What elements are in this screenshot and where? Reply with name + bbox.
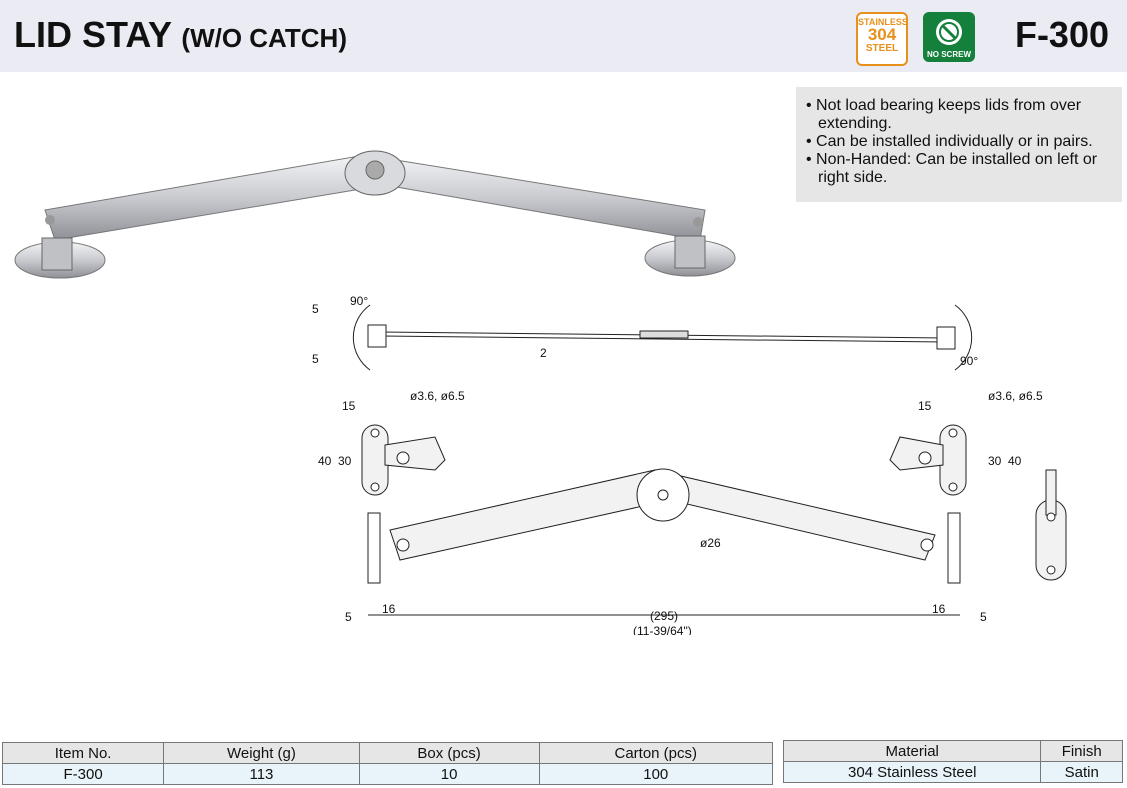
dim-16-label: 16 bbox=[382, 602, 396, 616]
title-main: LID STAY bbox=[14, 14, 172, 55]
material-header: Material bbox=[782, 740, 1042, 762]
dim-2-label: 2 bbox=[540, 346, 547, 360]
dim-15-label: 15 bbox=[918, 399, 932, 413]
stainless-steel-badge: STAINLESS 304 STEEL bbox=[856, 12, 908, 66]
item-table: Item No. Weight (g) Box (pcs) Carton (pc… bbox=[1, 742, 774, 785]
page-title: LID STAY (W/O CATCH) bbox=[14, 14, 347, 56]
dim-15-label: 15 bbox=[342, 399, 356, 413]
angle-label: 90° bbox=[960, 354, 978, 368]
header-bar: LID STAY (W/O CATCH) STAINLESS 304 STEEL… bbox=[0, 0, 1127, 72]
dim-5-label: 5 bbox=[312, 302, 319, 316]
material-table: Material Finish 304 Stainless Steel Sati… bbox=[782, 740, 1123, 783]
table-row: F-300 113 10 100 bbox=[1, 763, 774, 785]
side-view bbox=[352, 304, 973, 371]
hole-dim-label: ø3.6, ø6.5 bbox=[410, 389, 465, 403]
end-view bbox=[1035, 469, 1067, 581]
feature-item: • Can be installed individually or in pa… bbox=[806, 133, 1093, 150]
hole-dim-label: ø3.6, ø6.5 bbox=[988, 389, 1043, 403]
box-header: Box (pcs) bbox=[358, 742, 540, 764]
right-bracket-detail bbox=[889, 424, 967, 496]
item-cell: F-300 bbox=[1, 763, 165, 785]
left-bracket-detail bbox=[361, 424, 446, 496]
technical-drawing: 90° 90° 5 5 2 ø3.6, ø6.5 15 40 30 ø3.6, … bbox=[312, 294, 1067, 635]
dim-40-label: 40 bbox=[318, 454, 332, 468]
no-screw-badge: NO SCREW bbox=[923, 12, 975, 62]
finish-cell: Satin bbox=[1040, 761, 1123, 783]
stay-front-view bbox=[367, 468, 961, 584]
span-label: (295) bbox=[650, 609, 678, 623]
dim-5-label: 5 bbox=[312, 352, 319, 366]
features-box: • Not load bearing keeps lids from over … bbox=[796, 87, 1122, 202]
badge-steel-line1: STAINLESS bbox=[858, 17, 908, 27]
finish-header: Finish bbox=[1040, 740, 1123, 762]
feature-item: • Non-Handed: Can be installed on left o… bbox=[806, 151, 1098, 186]
angle-label: 90° bbox=[350, 294, 368, 308]
weight-cell: 113 bbox=[163, 763, 360, 785]
pivot-dim-label: ø26 bbox=[700, 536, 721, 550]
feature-item: • Not load bearing keeps lids from over … bbox=[806, 97, 1082, 132]
product-photo bbox=[14, 150, 736, 279]
carton-header: Carton (pcs) bbox=[538, 742, 774, 764]
dim-30-label: 30 bbox=[988, 454, 1002, 468]
carton-cell: 100 bbox=[538, 763, 774, 785]
dim-30-label: 30 bbox=[338, 454, 352, 468]
table-row: 304 Stainless Steel Satin bbox=[782, 761, 1123, 783]
material-cell: 304 Stainless Steel bbox=[782, 761, 1042, 783]
box-cell: 10 bbox=[358, 763, 540, 785]
span-inch-label: (11-39/64") bbox=[633, 624, 692, 635]
no-screw-icon bbox=[936, 19, 962, 45]
dim-5-label: 5 bbox=[980, 610, 987, 624]
badge-steel-line3: STEEL bbox=[865, 43, 899, 54]
item-header: Item No. bbox=[1, 742, 165, 764]
weight-header: Weight (g) bbox=[163, 742, 360, 764]
title-sub: (W/O CATCH) bbox=[181, 23, 347, 53]
dim-16-label: 16 bbox=[932, 602, 946, 616]
dim-40-label: 40 bbox=[1008, 454, 1022, 468]
no-screw-label: NO SCREW bbox=[927, 50, 971, 59]
dim-5-label: 5 bbox=[345, 610, 352, 624]
badge-steel-line2: 304 bbox=[867, 25, 897, 44]
model-number: F-300 bbox=[1014, 14, 1109, 55]
